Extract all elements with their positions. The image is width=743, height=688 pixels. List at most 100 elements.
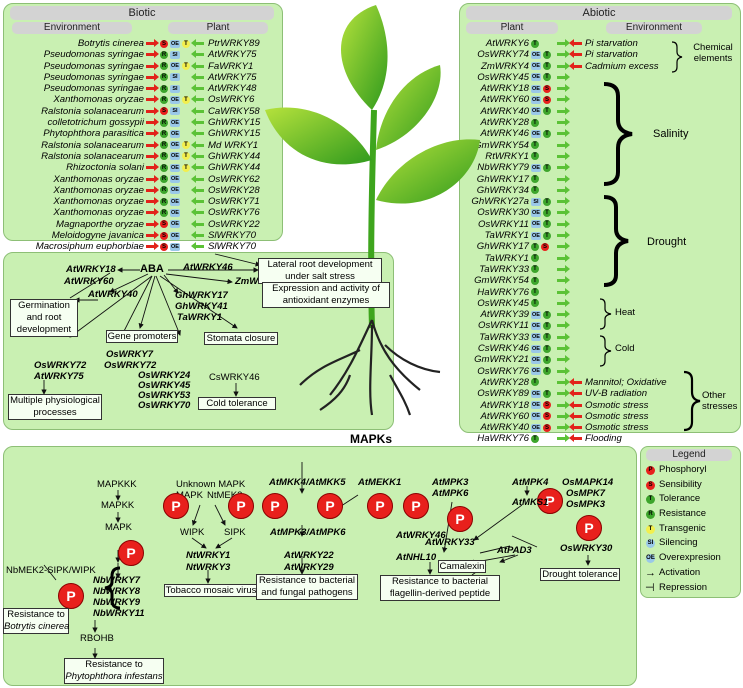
biotic-col-plant: Plant <box>168 22 268 34</box>
biotic-plant: AtWRKY75 <box>208 71 257 83</box>
arrow-icon <box>191 197 204 206</box>
aba-arrows <box>41 253 291 397</box>
arrow-icon <box>569 434 582 443</box>
badge-t: T <box>543 321 551 330</box>
badge-r: R <box>160 141 168 150</box>
abiotic-plant: OsWRKY45 <box>477 297 529 309</box>
badge-t: T <box>182 163 190 172</box>
arrow-icon <box>191 61 204 70</box>
arrow-icon <box>557 411 570 420</box>
badge-oe: OE <box>170 62 180 71</box>
arrow-icon <box>569 411 582 420</box>
nbw8: NbWRKY8 <box>93 586 140 597</box>
cold-tolerance-box: Cold tolerance <box>198 397 276 410</box>
arrow-icon <box>557 400 570 409</box>
badge-si: SI <box>170 73 180 82</box>
arrow-icon <box>557 174 570 183</box>
badge-r: R <box>160 197 168 206</box>
drought-box: Drought tolerance <box>540 568 620 581</box>
biotic-plant: OsWRKY28 <box>208 184 260 196</box>
w29: AtWRKY29 <box>284 562 334 573</box>
biotic-plant: AtWRKY48 <box>208 83 257 95</box>
arrow-icon <box>191 39 204 47</box>
badge-oe: OE <box>531 73 541 82</box>
arrow-icon <box>557 366 570 375</box>
abiotic-plant: AtWRKY39 <box>480 309 529 321</box>
biotic-env: Ralstonia solanacearum <box>41 105 144 117</box>
badge-t: T <box>531 276 539 285</box>
phospho-p4: P <box>228 493 254 519</box>
badge-s: S <box>160 39 168 48</box>
badge-t: T <box>543 344 551 353</box>
abiotic-plant: HaWRKY76 <box>477 286 529 298</box>
badge-oe: OE <box>170 197 180 206</box>
legend-label: Activation <box>659 566 701 578</box>
badge-t: T <box>543 73 551 82</box>
biotic-plant: FaWRKY1 <box>208 60 254 72</box>
arrow-icon <box>569 400 582 409</box>
arrow-icon <box>191 140 204 149</box>
biotic-env: Pseudomonas syringae <box>43 60 144 72</box>
phospho-p5: P <box>262 493 288 519</box>
rbohb: RBOHB <box>80 633 114 644</box>
arrow-icon <box>557 151 570 160</box>
arrow-icon <box>146 197 159 206</box>
arrow-icon <box>191 129 204 138</box>
aba-os72b: OsWRKY72 <box>104 360 157 371</box>
arrow-icon <box>191 219 204 228</box>
badge-r: R <box>160 95 168 104</box>
group-salinity: Salinity <box>653 128 689 140</box>
mpk3: AtMPK3 <box>432 477 469 488</box>
arrow-icon <box>557 355 570 364</box>
biotic-env: Pseudomonas syringae <box>43 83 144 95</box>
badge-r: R <box>160 208 168 217</box>
abiotic-plant: NbWRKY79 <box>477 162 529 174</box>
arrow-icon <box>191 106 204 115</box>
abiotic-plant: AtWRKY40 <box>480 105 529 117</box>
arrow-icon <box>146 106 159 115</box>
aba-wrky60: AtWRKY60 <box>64 276 114 287</box>
badge-oe: OE <box>170 152 180 161</box>
badge-t: T <box>531 378 539 387</box>
badge-oe: OE <box>531 107 541 116</box>
arrow-icon <box>557 321 570 330</box>
biotic-env: Xanthomonas oryzae <box>53 94 144 106</box>
biotic-plant: GhWRKY44 <box>208 150 261 162</box>
biotic-env: Rhizoctonia solani <box>66 162 144 174</box>
abiotic-plant: TaWRKY1 <box>484 252 529 264</box>
badge-s: S <box>543 412 551 421</box>
arrow-icon <box>557 332 570 341</box>
biotic-plant: OsWRKY71 <box>208 196 260 208</box>
badge-t: T <box>543 197 551 206</box>
camalexin-box: Camalexin <box>438 560 486 573</box>
badge-s: S <box>541 242 549 251</box>
phospho-p7: P <box>367 493 393 519</box>
badge-s: S <box>543 423 551 432</box>
germination-box: Germination and root development <box>10 299 78 337</box>
abiotic-plant: OsWRKY45 <box>477 71 529 83</box>
antioxidant-box: Expression and activity of antioxidant e… <box>262 282 390 308</box>
legend-panel <box>640 446 741 598</box>
abiotic-plant: AtWRKY60 <box>480 94 529 106</box>
arrow-icon <box>146 163 159 172</box>
badge-oe: OE <box>531 95 541 104</box>
badge-r: R <box>160 163 168 172</box>
abiotic-plant: TaWRKY33 <box>479 263 529 275</box>
badge-s: S <box>160 231 168 240</box>
badge-t: T <box>182 95 190 104</box>
badge-oe: OE <box>531 412 541 421</box>
badge-si: SI <box>170 84 180 93</box>
